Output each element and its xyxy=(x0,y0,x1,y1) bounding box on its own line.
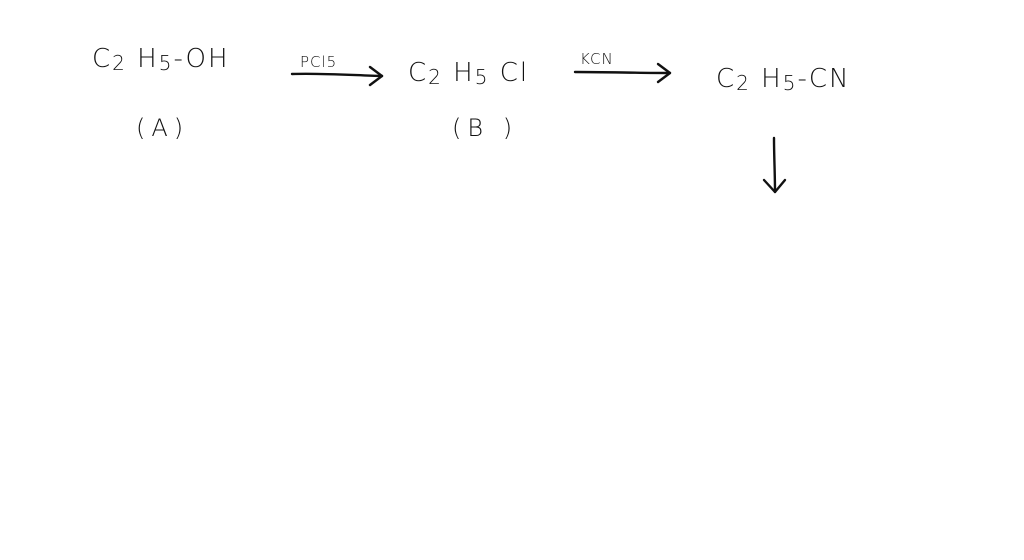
compound-c-group: -CN xyxy=(797,64,851,94)
compound-a-carbon: C xyxy=(92,44,113,74)
compound-b-label: (B ) xyxy=(452,114,519,142)
compound-a-label: (A) xyxy=(136,114,190,142)
down-arrow-icon xyxy=(762,136,787,194)
compound-b-hydrogen-count: 5 xyxy=(474,65,490,89)
compound-c-formula: C2 H5-CN xyxy=(716,64,851,95)
compound-c-hydrogen-count: 5 xyxy=(782,71,798,95)
reagent-kcn: KCN xyxy=(580,50,614,68)
compound-b-carbon-count: 2 xyxy=(428,65,443,89)
compound-c-hydrogen: H xyxy=(761,64,783,94)
compound-b-hydrogen: H xyxy=(453,58,475,88)
compound-a-hydrogen-count: 5 xyxy=(158,51,174,75)
compound-b-formula: C2 H5 Cl xyxy=(408,58,530,89)
compound-a-hydrogen: H xyxy=(137,44,159,74)
compound-b-chlorine: Cl xyxy=(499,58,530,88)
compound-a-group: -OH xyxy=(173,44,230,74)
compound-a-formula: C2 H5-OH xyxy=(92,44,230,75)
right-arrow-icon xyxy=(290,65,384,87)
compound-c-carbon: C xyxy=(716,64,737,94)
right-arrow-icon xyxy=(573,62,672,84)
compound-b-carbon: C xyxy=(408,58,429,88)
compound-a-carbon-count: 2 xyxy=(112,51,127,75)
compound-c-carbon-count: 2 xyxy=(736,71,751,95)
reagent-pcl5: PCl5 xyxy=(300,53,338,71)
